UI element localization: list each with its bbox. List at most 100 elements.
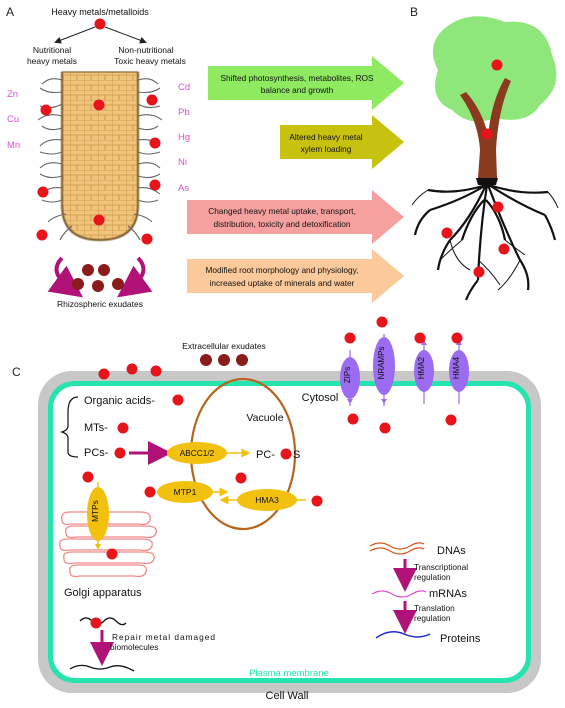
- effect-arrow-2: Altered heavy metal xylem loading: [280, 115, 404, 169]
- golgi-label: Golgi apparatus: [64, 587, 142, 599]
- metal-ion: [114, 447, 126, 459]
- metal-label-ni: Ni: [178, 157, 187, 168]
- dna-strand: [369, 542, 425, 550]
- mtp1-label: MTP1: [174, 487, 197, 497]
- heavy-metals-title: Heavy metals/metalloids: [51, 7, 149, 17]
- transporter-hma4: HMA4: [449, 340, 469, 404]
- metal-ion: [491, 59, 503, 71]
- hma3-label: HMA3: [255, 495, 279, 505]
- arrow-to-toxic: [104, 26, 147, 44]
- extracellular-exudates-label: Extracellular exudates: [182, 341, 266, 351]
- exudate-dot: [218, 354, 230, 366]
- cytosol-label: Cytosol: [302, 392, 339, 404]
- metal-label-cu: Cu: [7, 114, 19, 125]
- exudate-dot: [112, 278, 124, 290]
- effect-4-line1: Modified root morphology and physiology,: [206, 265, 359, 275]
- transporter-nramps: NRAMPs: [373, 334, 395, 406]
- metal-ion: [106, 548, 118, 560]
- damaged-biomolecule: [79, 617, 127, 626]
- effect-3-line2: distribution, toxicity and detoxificatio…: [214, 219, 351, 229]
- panel-b-label: B: [410, 5, 418, 19]
- nutritional-label-1: Nutritional: [33, 45, 71, 55]
- metal-ion: [414, 332, 426, 344]
- transporter-hma2: HMA2: [414, 340, 434, 404]
- metal-ion: [492, 201, 504, 213]
- arrow-to-nutritional: [54, 26, 96, 44]
- toxic-label-2: Toxic heavy metals: [114, 56, 186, 66]
- mtp1-transporter: MTP1: [157, 481, 229, 503]
- metal-ion: [481, 128, 493, 140]
- tree-illustration: [411, 16, 559, 301]
- dna-strand: [369, 547, 425, 555]
- metal-ion: [141, 233, 153, 245]
- metal-ion: [376, 316, 388, 328]
- metal-ion: [149, 179, 161, 191]
- mtps-label: MTPs: [90, 500, 100, 522]
- metal-ion: [98, 368, 110, 380]
- abcc-label: ABCC1/2: [180, 448, 215, 458]
- exudate-arrow-right: [117, 256, 153, 298]
- metal-ion: [146, 94, 158, 106]
- vacuole-label: Vacuole: [246, 412, 283, 424]
- mrnas-label: mRNAs: [429, 588, 467, 600]
- transcriptional-label-2: regulation: [414, 572, 451, 582]
- metal-label-zn: Zn: [7, 89, 18, 100]
- nramps-label: NRAMPs: [377, 347, 386, 380]
- metal-ion: [498, 243, 510, 255]
- metal-ion: [93, 99, 105, 111]
- metal-label-cd: Cd: [178, 82, 190, 93]
- repair-label-2: biomolecules: [110, 642, 158, 652]
- proteins-label: Proteins: [440, 633, 481, 645]
- exudate-dot: [82, 264, 94, 276]
- translation-label-1: Translation: [414, 603, 455, 613]
- metal-ion: [441, 227, 453, 239]
- pcs-label: PCs-: [84, 447, 109, 459]
- metal-ion: [344, 332, 356, 344]
- exudate-dot: [236, 354, 248, 366]
- metal-ion: [473, 266, 485, 278]
- exudate-dot: [92, 280, 104, 292]
- toxic-label-1: Non-nutritional: [118, 45, 173, 55]
- metal-ion: [149, 137, 161, 149]
- protein-strand: [375, 631, 431, 639]
- metal-label-pb: Pb: [178, 107, 190, 118]
- hma4-label: HMA4: [452, 356, 461, 379]
- panel-a-label: A: [6, 5, 14, 19]
- s-label: S: [293, 449, 300, 461]
- translation-label-2: regulation: [414, 613, 451, 623]
- metal-ion: [90, 617, 102, 629]
- exudate-arrow-left: [47, 256, 83, 298]
- effect-4-line2: increased uptake of minerals and water: [210, 278, 355, 288]
- repair-label-1: Repair metal damaged: [112, 632, 216, 642]
- cell-wall-label: Cell Wall: [266, 690, 309, 702]
- transporter-zips: ZIPs: [340, 350, 360, 406]
- dnas-label: DNAs: [437, 545, 466, 557]
- transcriptional-label-1: Transcriptional: [414, 562, 468, 572]
- ligand-bracket: [60, 396, 79, 458]
- mtps-transporter: MTPs: [87, 482, 109, 550]
- metal-ion: [172, 394, 184, 406]
- metal-ion: [94, 18, 106, 30]
- hma2-label: HMA2: [417, 356, 426, 379]
- metal-ion: [235, 472, 247, 484]
- hma3-transporter: HMA3: [219, 489, 306, 511]
- effect-2-line1: Altered heavy metal: [289, 132, 362, 142]
- metal-ion: [347, 413, 359, 425]
- panel-c-label: C: [12, 365, 21, 379]
- metal-ion: [280, 448, 292, 460]
- rhizospheric-exudates-label: Rhizospheric exudates: [57, 299, 143, 309]
- metal-ion: [311, 495, 323, 507]
- pc-label: PC-: [256, 449, 275, 461]
- exudate-dot: [98, 264, 110, 276]
- effect-2-line2: xylem loading: [301, 144, 352, 154]
- zips-label: ZIPs: [343, 367, 352, 383]
- exudate-dot: [200, 354, 212, 366]
- mrna-strand: [371, 590, 427, 598]
- metal-label-as: As: [178, 183, 189, 194]
- metal-ion: [379, 422, 391, 434]
- metal-ion: [445, 414, 457, 426]
- metal-ion: [40, 104, 52, 116]
- plasma-membrane-label: Plasma membrane: [249, 668, 329, 679]
